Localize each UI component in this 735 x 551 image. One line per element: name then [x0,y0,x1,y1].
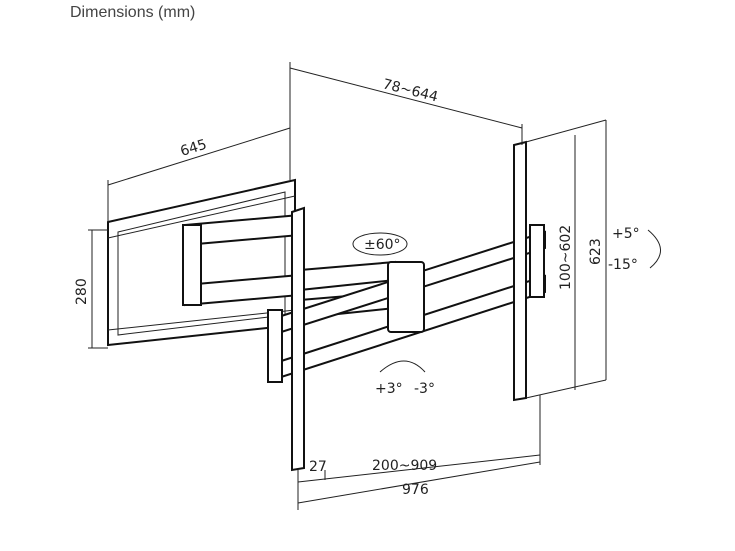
level-minus-label: -3° [414,381,435,397]
wall-plate-height-label: 280 [74,278,90,305]
tv-bracket [267,140,546,472]
diagram-title: Dimensions (mm) [70,4,196,21]
overall-width-label: 976 [402,482,429,498]
offset-label: 27 [309,459,327,475]
extension-label: 78~644 [381,76,440,105]
tilt-up-label: +5° [612,226,640,242]
vertical-vesa-label: 100~602 [558,225,574,290]
mount-arms [182,213,396,320]
swivel-label: ±60° [364,237,401,253]
overall-height-label: 623 [588,238,604,265]
dimension-lines [88,62,661,510]
horizontal-vesa-label: 200~909 [372,458,437,474]
level-plus-label: +3° [375,381,403,397]
arm-depth-label: 645 [178,137,208,160]
tilt-down-label: -15° [608,257,638,273]
